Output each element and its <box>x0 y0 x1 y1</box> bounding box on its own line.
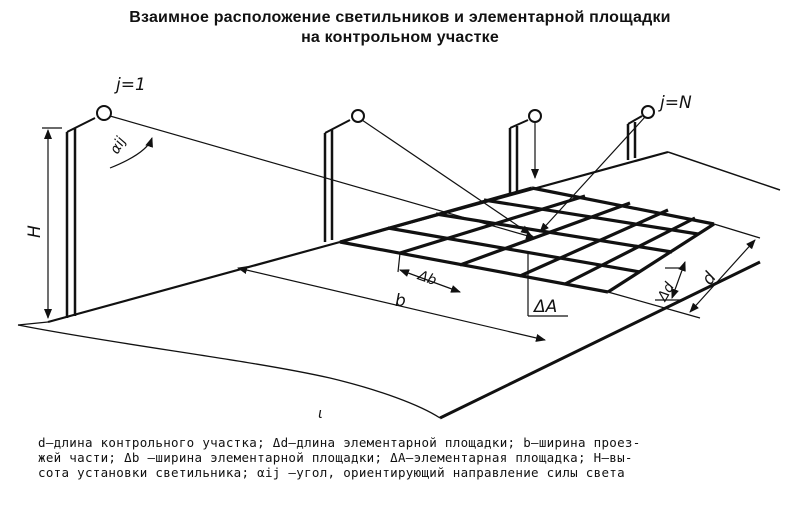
light-rays <box>109 115 646 240</box>
height-dimension <box>42 127 62 319</box>
label-j-last: j=N <box>658 93 692 113</box>
title-line-1: Взаимное расположение светильников и эле… <box>129 9 671 26</box>
pole-3 <box>508 109 542 196</box>
legend-line-3: сота установки светильника; αij —угол, о… <box>38 465 625 480</box>
label-b: b <box>395 291 406 311</box>
label-height: H <box>25 225 45 238</box>
legend: d—длина контрольного участка; Δd—длина э… <box>38 435 772 480</box>
label-j-first: j=1 <box>114 75 146 95</box>
pole-4 <box>626 105 655 160</box>
label-delta-d: Δd <box>654 280 678 305</box>
d-dimension <box>607 223 761 319</box>
label-alpha: αij <box>107 134 129 157</box>
delta-d-dimension <box>655 261 686 301</box>
legend-line-1: d—длина контрольного участка; Δd—длина э… <box>38 435 641 450</box>
small-mark: ι <box>318 406 323 422</box>
title-line-2: на контрольном участке <box>301 29 499 46</box>
diagram-title: Взаимное расположение светильников и эле… <box>0 8 800 48</box>
pole-1 <box>65 105 112 318</box>
b-dimension <box>237 266 546 342</box>
pole-2 <box>323 109 365 242</box>
legend-line-2: жей части; Δb —ширина элементарной площа… <box>38 450 633 465</box>
delta-b-dimension <box>397 252 461 293</box>
control-grid <box>339 186 715 294</box>
label-delta-a: ΔA <box>532 297 557 317</box>
alpha-arc <box>109 137 153 169</box>
label-d: d <box>698 268 721 288</box>
delta-a-pointer <box>527 252 568 317</box>
label-delta-b: Δb <box>415 267 439 289</box>
